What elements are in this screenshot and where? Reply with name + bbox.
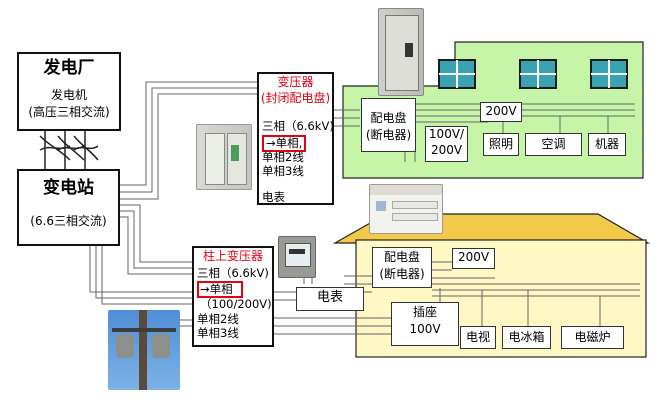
- factory-200v-box: 200V: [480, 102, 522, 122]
- pole-transformer-box: 柱上变压器 三相（6.6kV) →单相 （100/200V) 单相2线 单相3线: [192, 246, 274, 347]
- enclosed-transformer-title: 变压器: [277, 75, 314, 89]
- hv-lines: [39, 130, 99, 170]
- enclosed-transformer-subtitle: (封闭配电盘): [260, 91, 331, 105]
- factory-cabinet-photo: [378, 8, 424, 96]
- three-phase-lines-upper: [118, 81, 257, 200]
- utility-pole-photo: [108, 310, 180, 390]
- house-panel-label: 配电盘: [383, 250, 420, 264]
- pole-wires: [180, 319, 192, 327]
- meter-box: 电表: [296, 287, 364, 311]
- pole-transformer-line3: （100/200V): [200, 297, 272, 311]
- enclosed-transformer-line3: 单相2线: [262, 150, 304, 164]
- fridge-label: 电冰箱: [508, 330, 545, 344]
- three-phase-lines-lower: [89, 204, 192, 305]
- factory-circuits: [404, 103, 635, 162]
- factory-200v-label: 200V: [485, 104, 517, 118]
- outlet-label: 插座: [412, 305, 437, 319]
- power-plant-line1: 发电机: [50, 88, 87, 102]
- factory-100v-label: 100V/: [428, 127, 465, 141]
- air-conditioner-box: 空调: [525, 133, 582, 156]
- meter-photo: [278, 236, 316, 278]
- pole-transformer-title: 柱上变压器: [202, 249, 263, 263]
- house-panel-box: 配电盘 (断电器): [372, 247, 432, 288]
- factory-panel-label: 配电盘: [370, 111, 407, 125]
- factory-panel-sublabel: (断电器): [365, 128, 412, 142]
- tv-box: 电视: [460, 326, 496, 349]
- factory-feed: [333, 109, 360, 127]
- substation-title: 变电站: [43, 178, 94, 198]
- tv-label: 电视: [465, 330, 490, 344]
- lighting-label: 照明: [488, 137, 513, 151]
- house-200v-box: 200V: [452, 248, 495, 269]
- induction-stove-box: 电磁炉: [561, 326, 624, 349]
- factory-panel-box: 配电盘 (断电器): [361, 98, 416, 152]
- house-panel-photo: [369, 184, 443, 234]
- pole-transformer-line1: 三相（6.6kV): [197, 266, 269, 280]
- meter-label: 电表: [316, 290, 343, 305]
- fridge-box: 电冰箱: [502, 326, 551, 349]
- house-200v-label: 200V: [457, 250, 490, 264]
- house-circuits: [432, 261, 640, 326]
- outlet-voltage-label: 100V: [409, 322, 441, 336]
- enclosed-transformer-photo: [196, 124, 252, 190]
- machine-label: 机器: [594, 137, 619, 151]
- house-panel-sublabel: (断电器): [379, 267, 425, 281]
- enclosed-transformer-box: 变压器 (封闭配电盘) 三相（6.6kV) →单相, 单相2线 单相3线 电表: [257, 72, 334, 205]
- power-plant-line2: (高压三相交流): [28, 105, 110, 119]
- outlet-box: 插座 100V: [391, 302, 459, 346]
- enclosed-transformer-line1: 三相（6.6kV): [262, 119, 334, 133]
- factory-100v-box: 100V/ 200V: [425, 126, 468, 162]
- power-plant-title: 发电厂: [43, 58, 95, 78]
- power-plant-box: 发电厂 发电机 (高压三相交流): [17, 52, 121, 131]
- substation-subtitle: (6.6三相交流): [30, 214, 107, 228]
- lighting-box: 照明: [483, 133, 519, 156]
- pole-transformer-line2: →单相: [197, 281, 243, 299]
- enclosed-transformer-meter: 电表: [262, 190, 285, 204]
- enclosed-transformer-line2: →单相,: [262, 135, 307, 153]
- factory-windows: [438, 59, 628, 89]
- induction-stove-label: 电磁炉: [574, 330, 611, 344]
- factory-200v-sublabel: 200V: [430, 143, 463, 157]
- pole-transformer-line4: 单相2线: [197, 312, 239, 326]
- enclosed-transformer-line4: 单相3线: [262, 164, 304, 178]
- substation-box: 变电站 (6.6三相交流): [17, 169, 120, 246]
- machine-box: 机器: [588, 133, 626, 156]
- air-conditioner-label: 空调: [541, 137, 566, 151]
- pole-transformer-line5: 单相3线: [197, 326, 239, 340]
